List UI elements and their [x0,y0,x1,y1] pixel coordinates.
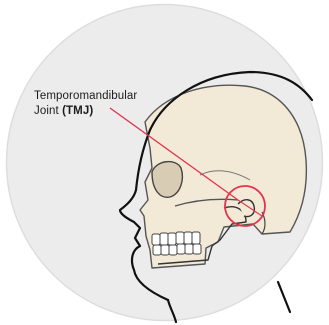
upper-teeth [152,232,200,245]
annotation-tmj-abbrev: (TMJ) [62,105,93,117]
annotation-joint-text: Joint [34,105,62,117]
lower-teeth [153,244,201,255]
neck-back-outline [278,282,290,312]
annotation-line-2: Joint (TMJ) [34,104,137,119]
tmj-annotation-label: Temporomandibular Joint (TMJ) [34,89,137,119]
annotation-line-1: Temporomandibular [34,89,137,104]
eye-socket [152,162,182,198]
